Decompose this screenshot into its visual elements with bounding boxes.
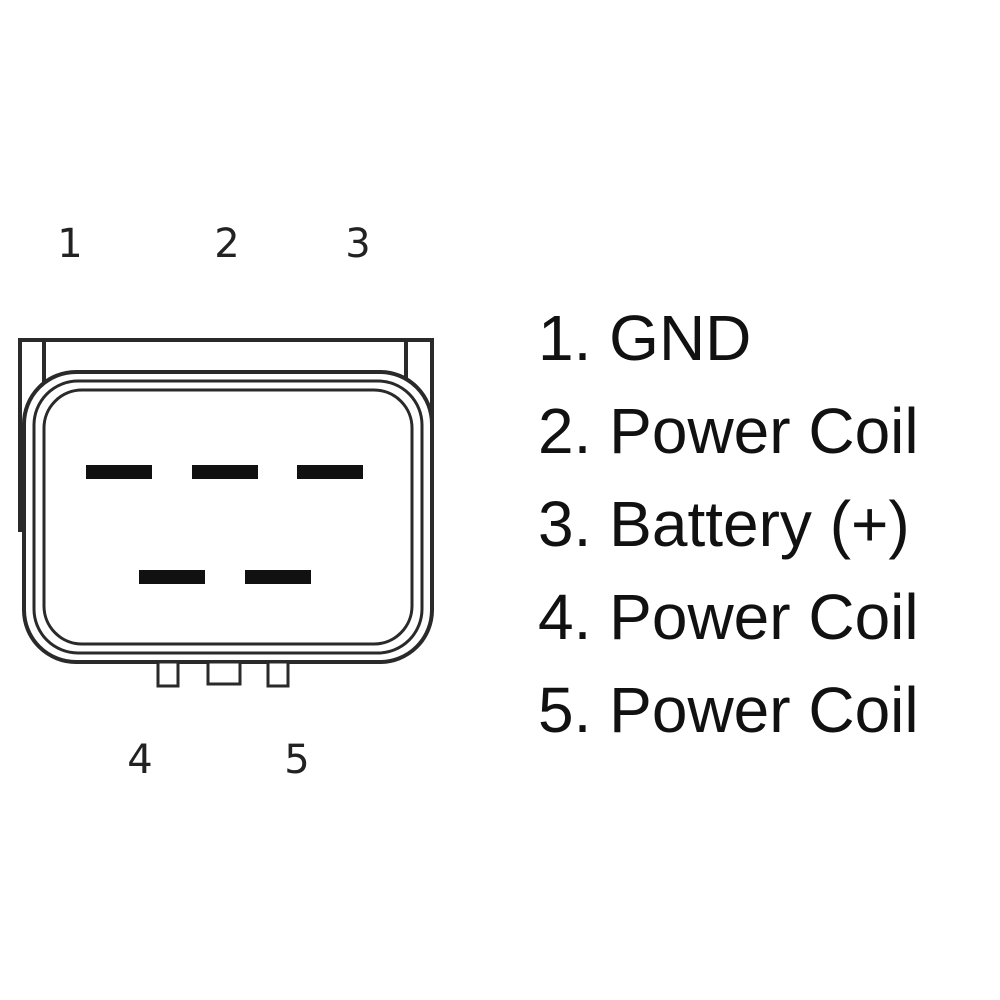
pin-number-2: 2: [214, 221, 240, 267]
legend-item-4: 4. Power Coil: [538, 581, 919, 653]
pinout-legend: 1. GND 2. Power Coil 3. Battery (+) 4. P…: [538, 292, 919, 757]
connector-housing-inner: [42, 388, 414, 646]
locking-tab-right: [266, 660, 290, 688]
pin-number-5: 5: [284, 737, 310, 783]
terminal-pin-4: [139, 570, 205, 584]
terminal-pin-1: [86, 465, 152, 479]
pin-number-3: 3: [345, 221, 371, 267]
locking-tab-center: [206, 660, 242, 686]
legend-item-3: 3. Battery (+): [538, 488, 910, 560]
connector-housing-outer: [22, 370, 434, 664]
connector-housing-mid: [32, 379, 424, 655]
legend-item-5: 5. Power Coil: [538, 674, 919, 746]
pin-number-4: 4: [127, 737, 153, 783]
terminal-pin-2: [192, 465, 258, 479]
terminal-pin-5: [245, 570, 311, 584]
terminal-pin-3: [297, 465, 363, 479]
legend-item-2: 2. Power Coil: [538, 395, 919, 467]
legend-item-1: 1. GND: [538, 302, 752, 374]
locking-tab-left: [156, 660, 180, 688]
pin-number-1: 1: [57, 221, 83, 267]
